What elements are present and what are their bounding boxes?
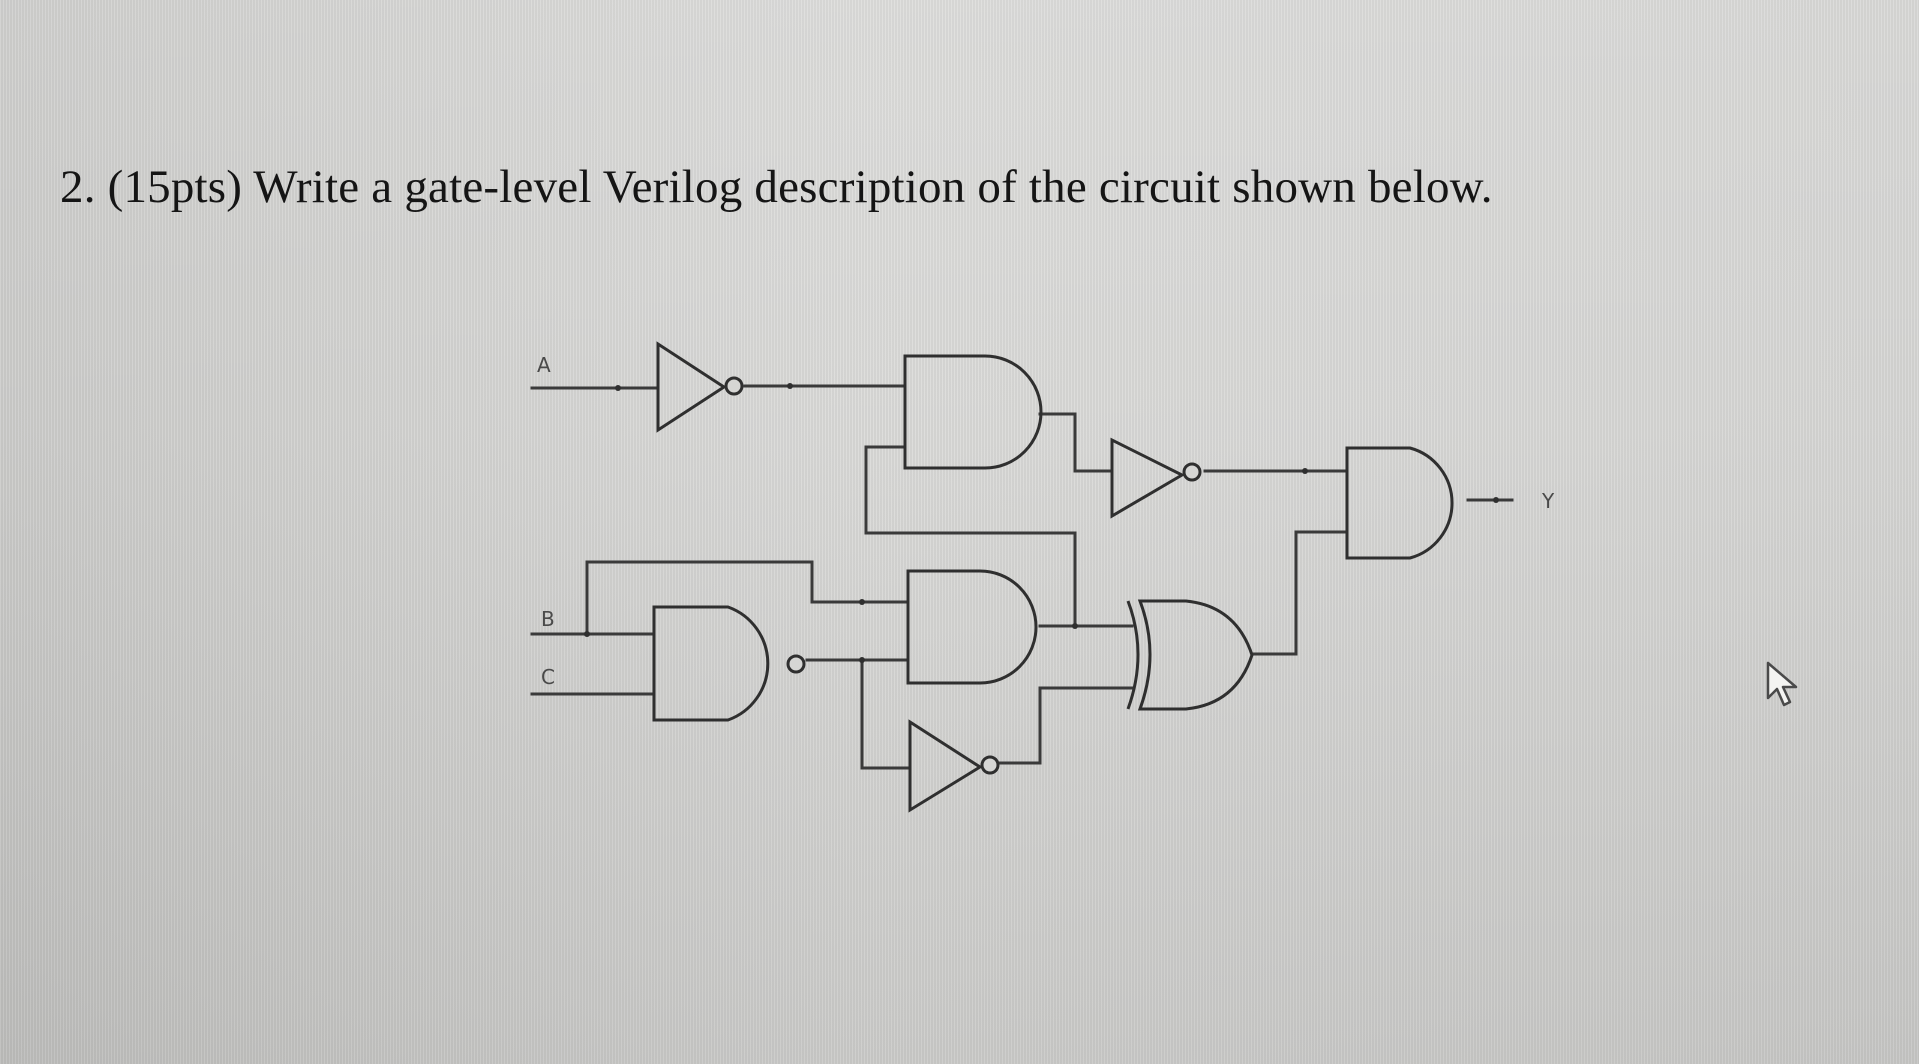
wire-notlow-xor: [996, 686, 1134, 765]
junction-dots: [584, 383, 1499, 663]
and-gate-mid: [906, 569, 1038, 685]
and-gate-top: [903, 354, 1043, 470]
wires: [530, 384, 1514, 770]
not-gate-a: [656, 341, 744, 433]
label-b: B: [541, 607, 555, 631]
nand-gate-bc: [652, 605, 806, 722]
wire-andtop-not: [1038, 412, 1112, 473]
wire-nand-branch: [860, 658, 912, 770]
label-y: Y: [1541, 489, 1555, 513]
label-c: C: [541, 665, 555, 689]
not-gate-low: [908, 719, 1000, 813]
wire-xor-andout: [1250, 530, 1349, 656]
label-a: A: [537, 353, 551, 377]
wire-b-branch: [585, 560, 910, 636]
question-text: 2. (15pts) Write a gate-level Verilog de…: [60, 161, 1493, 213]
and-gate-output: [1345, 446, 1454, 560]
mouse-pointer-icon: [1766, 661, 1798, 707]
not-gate-mid: [1110, 437, 1202, 519]
xor-gate: [1126, 599, 1254, 711]
wire-feedback: [864, 445, 1077, 628]
